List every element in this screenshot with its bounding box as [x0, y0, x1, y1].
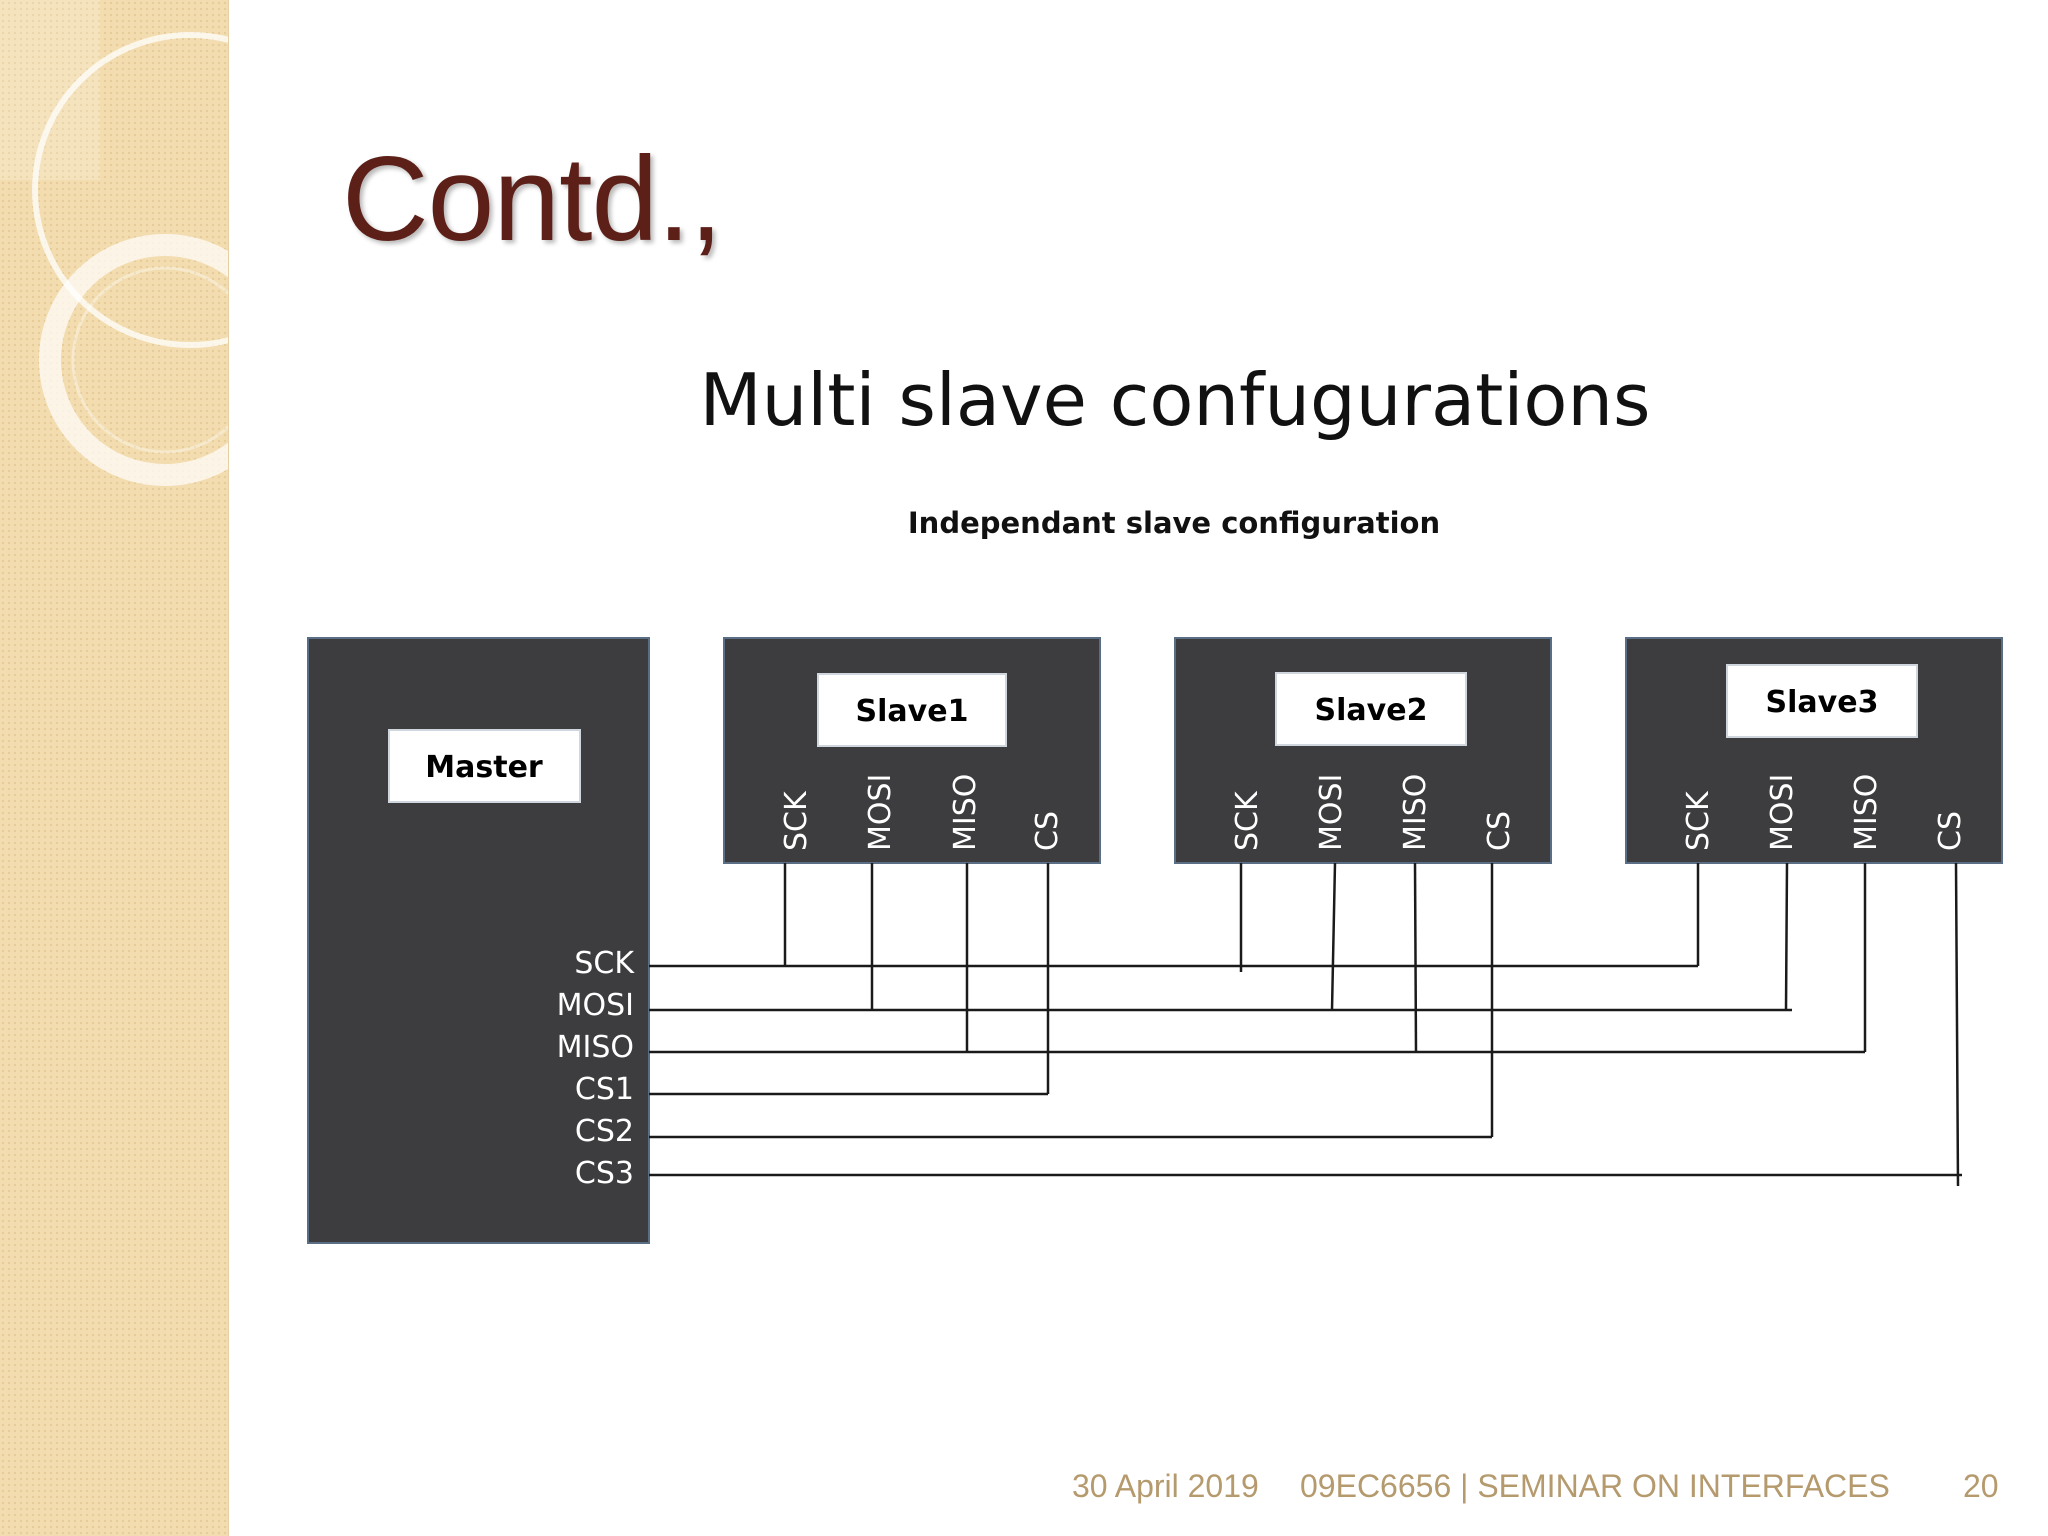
master-block [307, 637, 650, 1244]
slave2-pin-cs: CS [1482, 811, 1517, 851]
footer-date: 30 April 2019 [1072, 1468, 1259, 1504]
slave3-pin-miso: MISO [1849, 774, 1884, 851]
master-label-box [388, 729, 581, 803]
master-pin-cs3: CS3 [575, 1156, 634, 1191]
slave2-label-box [1275, 672, 1467, 746]
slave3-pin-sck: SCK [1681, 790, 1716, 851]
master-label: Master [425, 750, 543, 785]
slave1-pin-cs: CS [1030, 811, 1065, 851]
master-pin-cs2: CS2 [575, 1114, 634, 1149]
master-pin-mosi: MOSI [557, 988, 634, 1023]
slave2-pin-miso: MISO [1398, 774, 1433, 851]
slave3-label-box [1726, 664, 1918, 738]
diagram-heading: Multi slave confugurations [699, 358, 1650, 442]
decorative-sidebar [0, 0, 229, 1536]
slave1-pin-mosi: MOSI [863, 774, 898, 851]
slave1-pin-sck: SCK [779, 790, 814, 851]
slave3-label: Slave3 [1766, 685, 1879, 720]
master-pin-miso: MISO [557, 1030, 634, 1065]
slave1-label: Slave1 [856, 694, 969, 729]
master-pin-sck: SCK [574, 946, 635, 981]
slave3-pin-mosi: MOSI [1765, 774, 1800, 851]
slave3-mosi-wire [1784, 862, 1789, 1011]
slave3-cs-wire [1954, 862, 1960, 1187]
decorative-rings [0, 0, 228, 486]
slave2-pin-sck: SCK [1230, 790, 1265, 851]
slave1-pin-miso: MISO [948, 774, 983, 851]
slave2-label: Slave2 [1315, 693, 1428, 728]
slave3-pin-cs: CS [1933, 811, 1968, 851]
slide-title: Contd., [342, 132, 723, 266]
master-pin-cs1: CS1 [575, 1072, 634, 1107]
footer-course: 09EC6656 | SEMINAR ON INTERFACES [1300, 1468, 1890, 1504]
slave1-label-box [817, 673, 1007, 747]
footer-page-number: 20 [1963, 1468, 1999, 1504]
slave2-mosi-wire [1330, 862, 1337, 1011]
slave2-miso-wire [1413, 862, 1418, 1053]
diagram-subheading: Independant slave configuration [908, 506, 1440, 540]
slave2-pin-mosi: MOSI [1314, 774, 1349, 851]
